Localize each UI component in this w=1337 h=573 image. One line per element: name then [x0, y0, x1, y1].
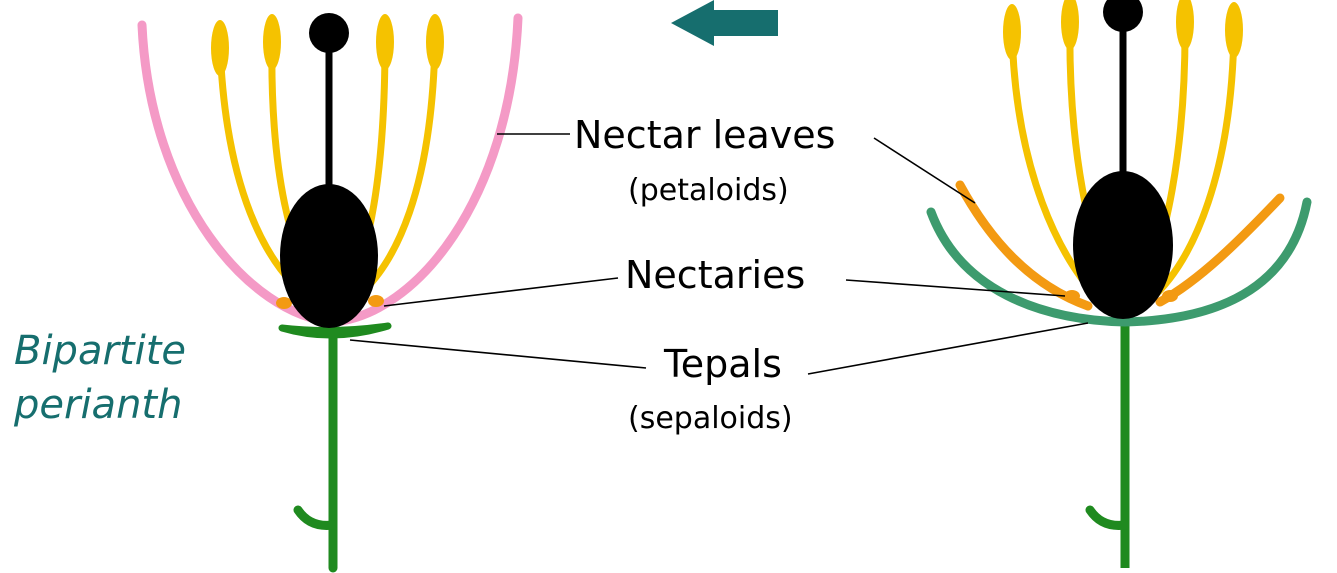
right-bract — [1090, 510, 1125, 525]
right-nectar-leaf-left — [960, 185, 1088, 306]
leader-tepals-right — [808, 323, 1088, 374]
label-nectaries: Nectaries — [625, 253, 805, 297]
label-tepals: Tepals — [663, 342, 782, 386]
label-sepaloids: (sepaloids) — [628, 401, 793, 436]
side-label-bipartite: Bipartite — [14, 328, 186, 374]
left-nectary-2 — [368, 295, 384, 307]
right-pistil — [1073, 0, 1173, 319]
left-bract — [298, 510, 333, 525]
right-nectary-1 — [1064, 290, 1080, 302]
right-flower — [931, 0, 1307, 568]
direction-arrow — [671, 0, 778, 46]
left-flower — [142, 13, 518, 568]
leader-nectar-leaves-right — [874, 138, 975, 203]
leader-tepals-left — [350, 340, 646, 368]
label-petaloids: (petaloids) — [628, 173, 789, 208]
leader-nectaries-right — [846, 280, 1065, 296]
label-nectar-leaves: Nectar leaves — [574, 113, 835, 157]
right-nectary-2 — [1162, 290, 1178, 302]
left-pistil — [280, 13, 378, 328]
side-label-perianth: perianth — [13, 382, 182, 428]
